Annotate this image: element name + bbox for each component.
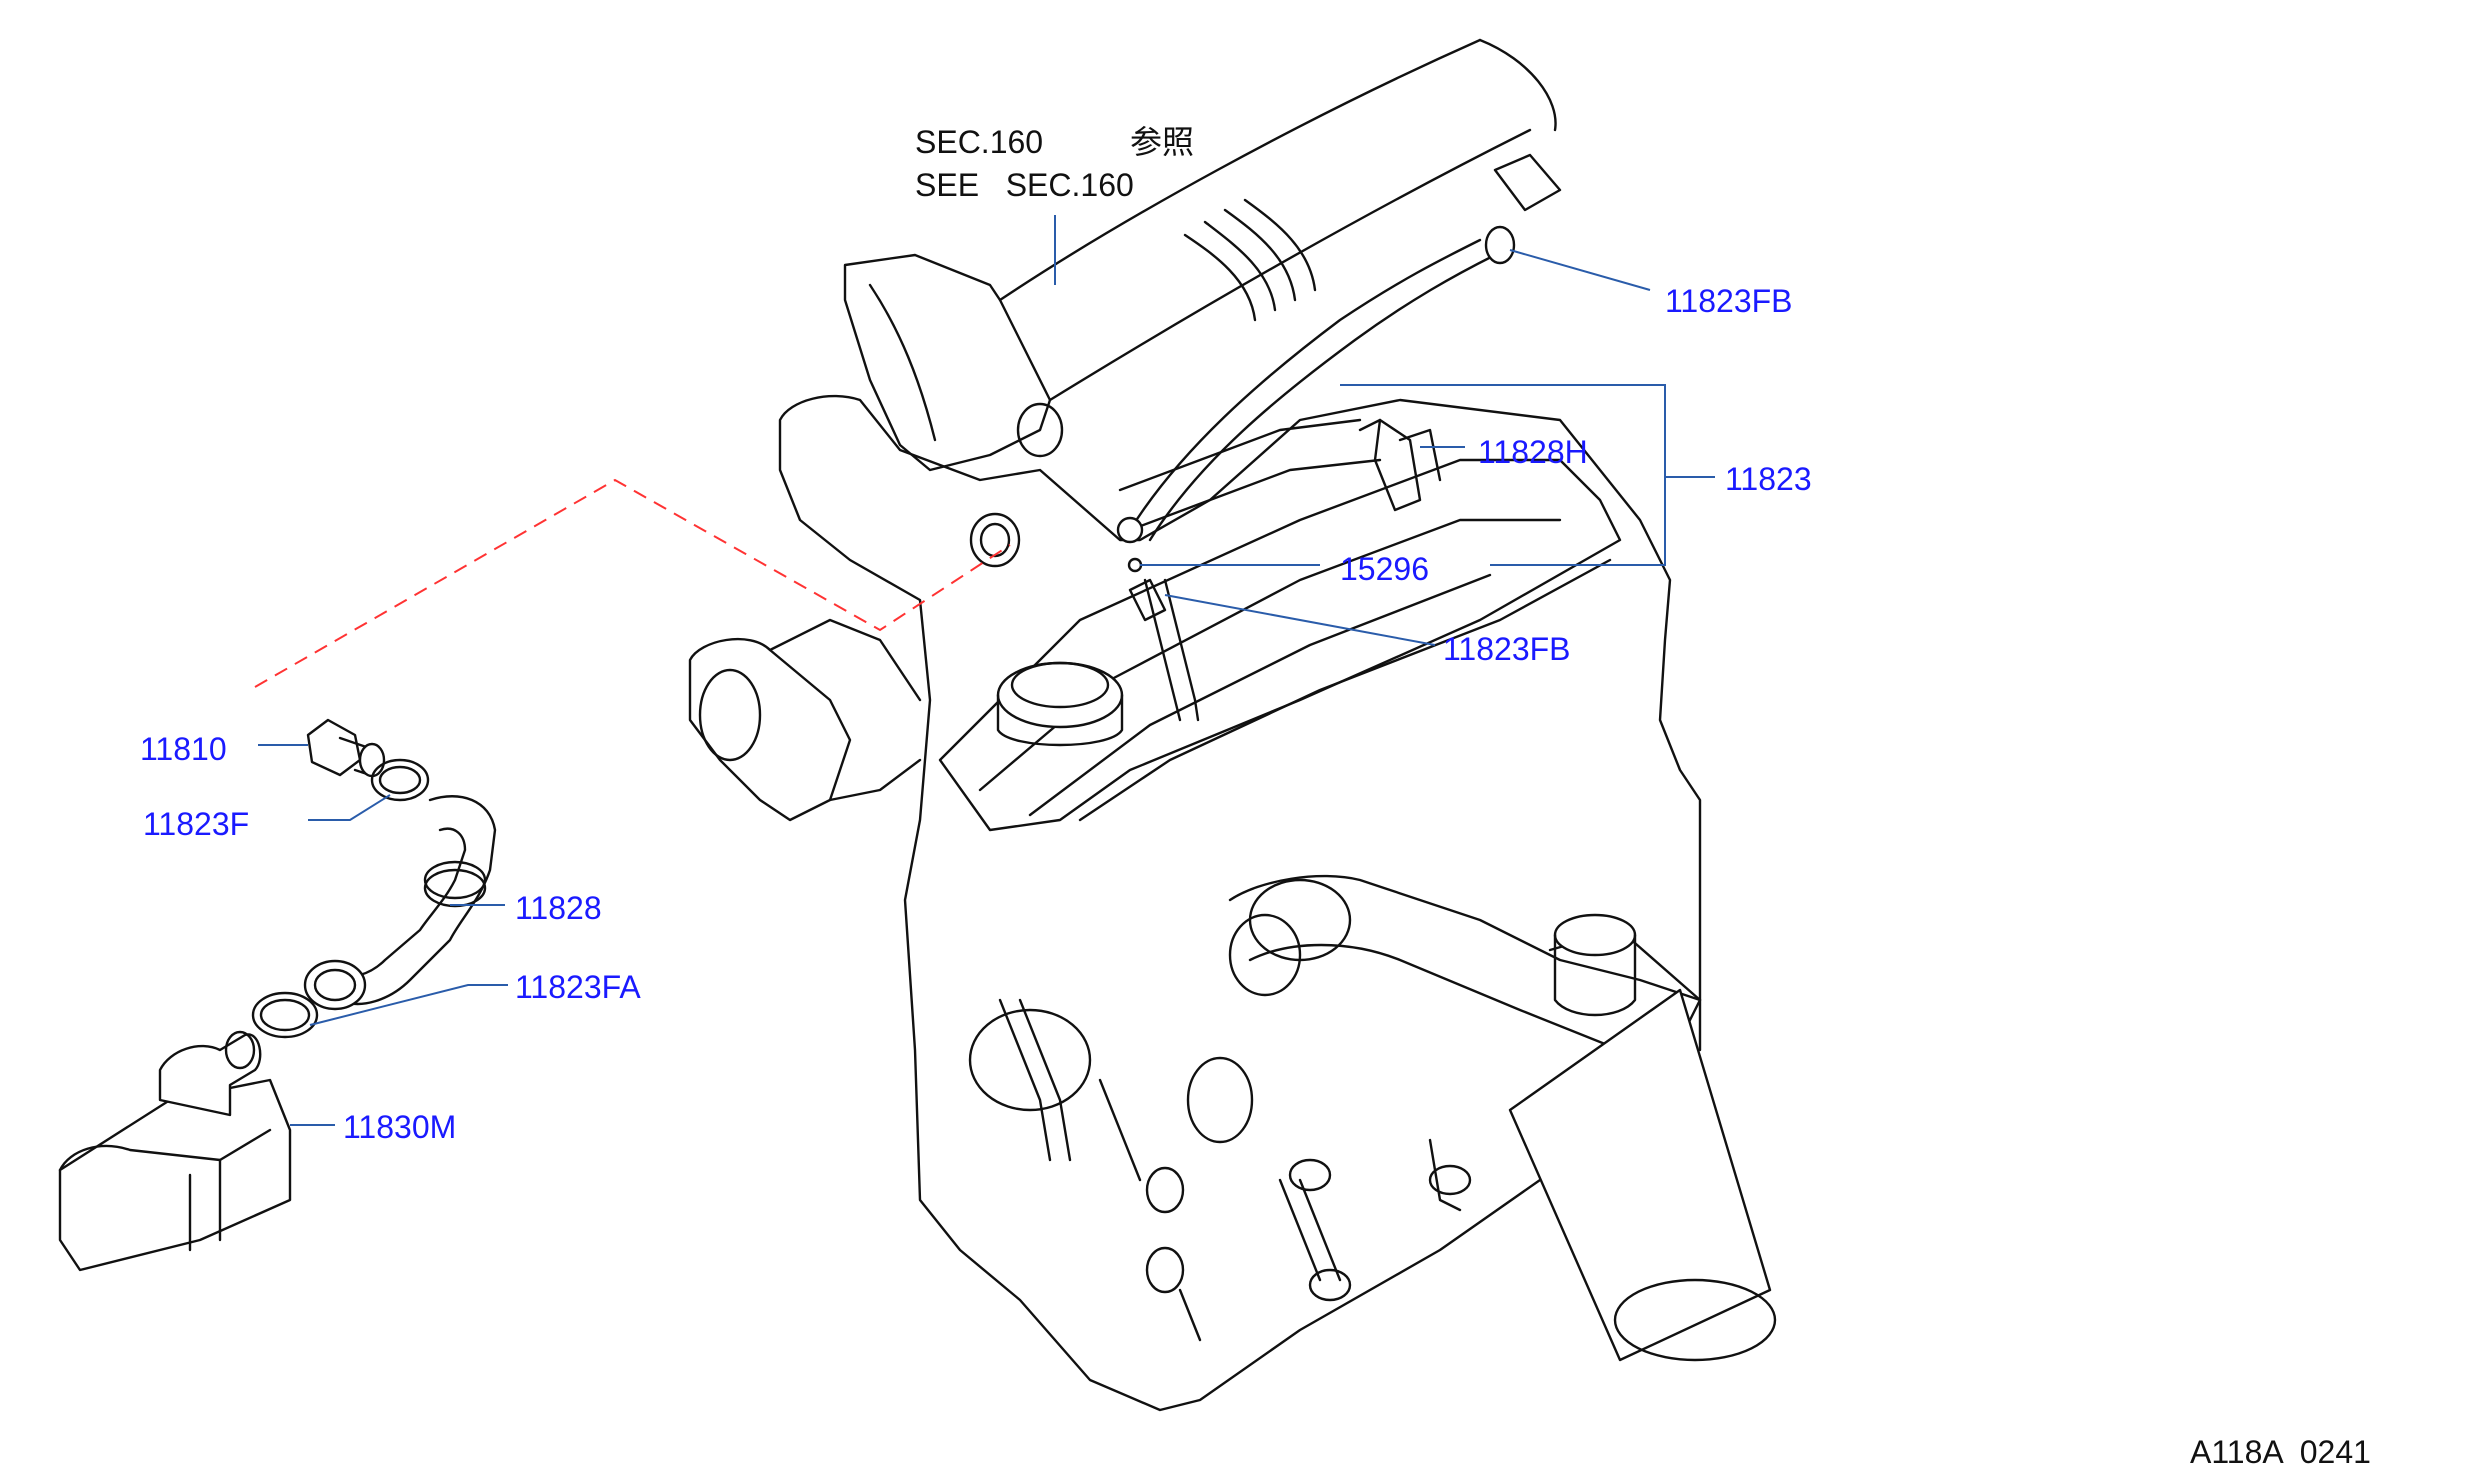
dashed-reference-line bbox=[254, 478, 1011, 688]
clip-11828h bbox=[1358, 418, 1442, 512]
reference-line2: SEE SEC.160 bbox=[915, 167, 1134, 203]
label-11828[interactable]: 11828 bbox=[515, 890, 602, 926]
engine-block-drawing bbox=[688, 38, 1777, 1412]
label-11830m[interactable]: 11830M bbox=[343, 1109, 456, 1145]
label-11823[interactable]: 11823 bbox=[1725, 461, 1812, 497]
reference-line1-jp: 参照 bbox=[1130, 124, 1194, 160]
leader-lines bbox=[258, 215, 1715, 1126]
label-11823fb-mid[interactable]: 11823FB bbox=[1443, 631, 1571, 667]
label-11810[interactable]: 11810 bbox=[140, 731, 227, 767]
reference-line1: SEC.160 bbox=[915, 124, 1043, 160]
breather-hose-11823 bbox=[1116, 153, 1562, 544]
label-11828h[interactable]: 11828H bbox=[1478, 434, 1588, 470]
breather-assembly-left bbox=[58, 718, 497, 1272]
reference-note: SEC.160 参照 SEE SEC.160 bbox=[915, 124, 1194, 203]
label-15296[interactable]: 15296 bbox=[1340, 551, 1429, 587]
label-11823f[interactable]: 11823F bbox=[143, 806, 249, 842]
label-11823fa[interactable]: 11823FA bbox=[515, 969, 641, 1005]
part-labels: 11823FB 11828H 11823 15296 11823FB 11810… bbox=[140, 283, 1812, 1145]
label-11823fb-top[interactable]: 11823FB bbox=[1665, 283, 1793, 319]
diagram-code: A118A 0241 bbox=[2190, 1434, 2371, 1470]
